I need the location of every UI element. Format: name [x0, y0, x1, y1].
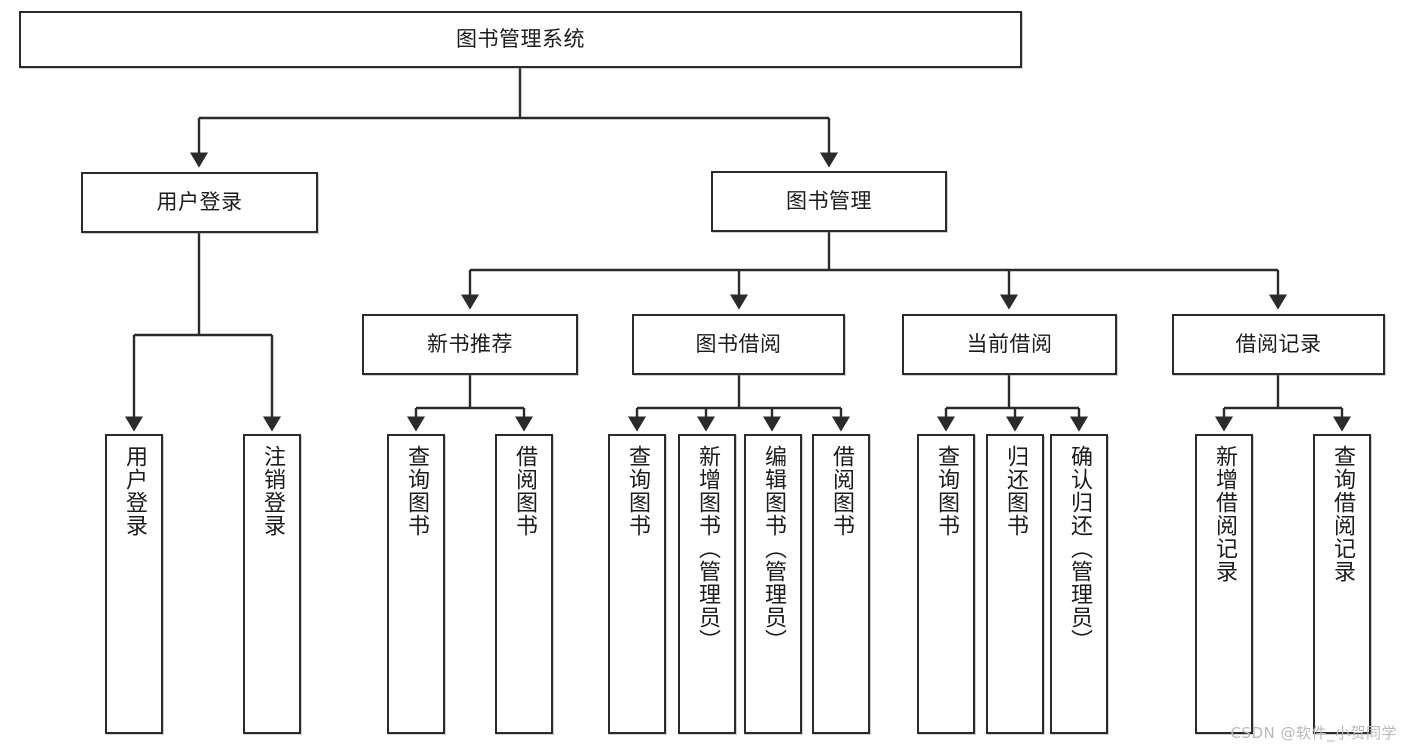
leaf-current-borrow-confirm-return-admin[interactable]: 确认归还（管理员）	[1050, 434, 1108, 734]
node-label: 用户登录	[156, 189, 243, 214]
leaf-user-login-login[interactable]: 用户登录	[105, 434, 163, 734]
node-label: 图书管理	[786, 188, 872, 213]
leaf-book-borrow-edit-book-admin[interactable]: 编辑图书（管理员）	[744, 434, 802, 734]
leaf-new-book-query-book[interactable]: 查询图书	[387, 434, 445, 734]
node-book-management[interactable]: 图书管理	[711, 171, 947, 232]
leaf-book-borrow-borrow-book[interactable]: 借阅图书	[812, 434, 870, 734]
node-label: 查询图书	[933, 445, 959, 537]
node-borrow-record[interactable]: 借阅记录	[1172, 314, 1385, 375]
leaf-book-borrow-query-book[interactable]: 查询图书	[608, 434, 666, 734]
leaf-current-borrow-query-book[interactable]: 查询图书	[917, 434, 975, 734]
node-user-login[interactable]: 用户登录	[81, 172, 318, 233]
node-book-borrow[interactable]: 图书借阅	[632, 314, 845, 375]
node-label: 注销登录	[259, 445, 285, 537]
leaf-user-login-logout[interactable]: 注销登录	[243, 434, 301, 734]
node-label: 查询图书	[624, 445, 650, 537]
node-label: 编辑图书（管理员）	[760, 445, 786, 652]
leaf-current-borrow-return-book[interactable]: 归还图书	[986, 434, 1044, 734]
node-label: 用户登录	[121, 445, 147, 537]
node-label: 新增图书（管理员）	[694, 445, 720, 652]
node-new-book-recommendation[interactable]: 新书推荐	[362, 314, 578, 375]
node-label: 当前借阅	[966, 331, 1053, 356]
leaf-borrow-record-add-record[interactable]: 新增借阅记录	[1195, 434, 1253, 734]
node-label: 查询图书	[403, 445, 429, 537]
node-label: 新书推荐	[427, 331, 513, 356]
node-current-borrow[interactable]: 当前借阅	[902, 314, 1117, 375]
node-label: 新增借阅记录	[1211, 445, 1237, 583]
leaf-book-borrow-add-book-admin[interactable]: 新增图书（管理员）	[678, 434, 736, 734]
node-label: 图书管理系统	[456, 26, 585, 51]
node-label: 归还图书	[1002, 445, 1028, 537]
leaf-new-book-borrow-book[interactable]: 借阅图书	[495, 434, 553, 734]
node-label: 借阅记录	[1235, 331, 1322, 356]
node-label: 确认归还（管理员）	[1066, 445, 1092, 652]
leaf-borrow-record-query-record[interactable]: 查询借阅记录	[1313, 434, 1371, 734]
node-label: 查询借阅记录	[1329, 445, 1355, 583]
node-root-book-management-system[interactable]: 图书管理系统	[19, 11, 1022, 68]
node-label: 借阅图书	[511, 445, 537, 537]
node-label: 图书借阅	[695, 331, 782, 356]
node-label: 借阅图书	[828, 445, 854, 537]
